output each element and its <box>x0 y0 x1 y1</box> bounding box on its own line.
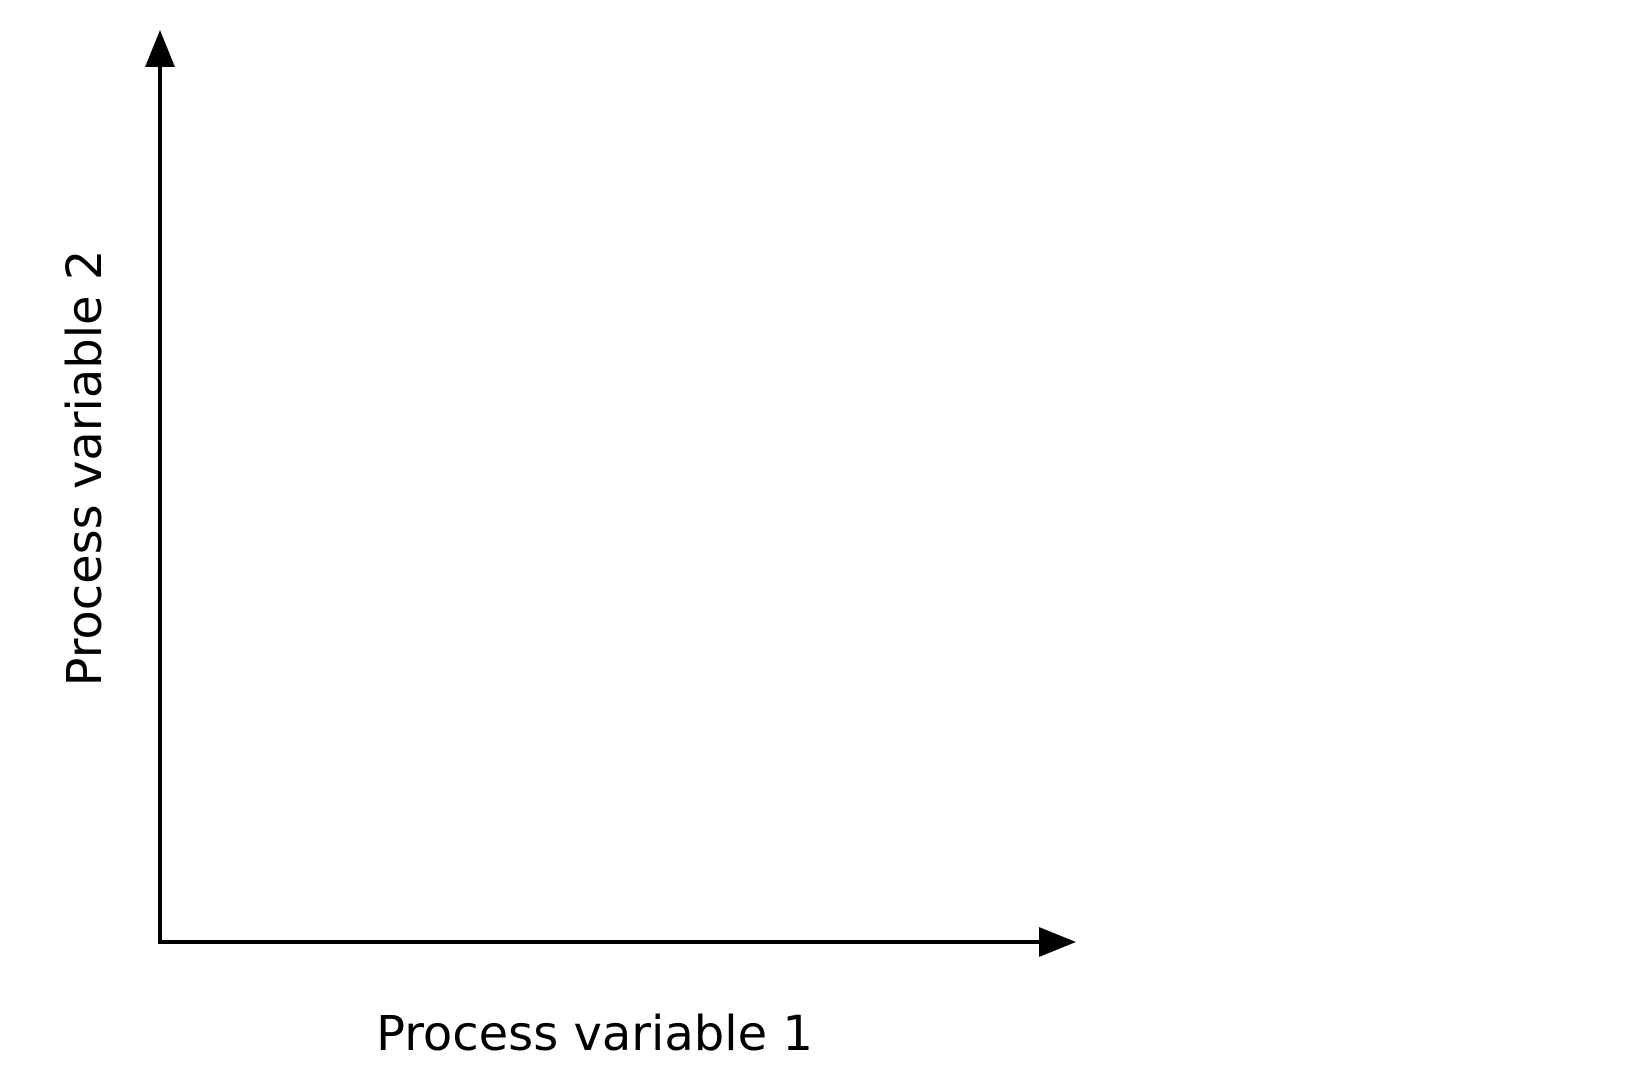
y-axis-arrowhead <box>145 30 175 67</box>
x-axis-arrowhead <box>1039 927 1076 957</box>
y-axis-label: Process variable 2 <box>57 249 113 687</box>
x-axis-label: Process variable 1 <box>376 1006 813 1062</box>
